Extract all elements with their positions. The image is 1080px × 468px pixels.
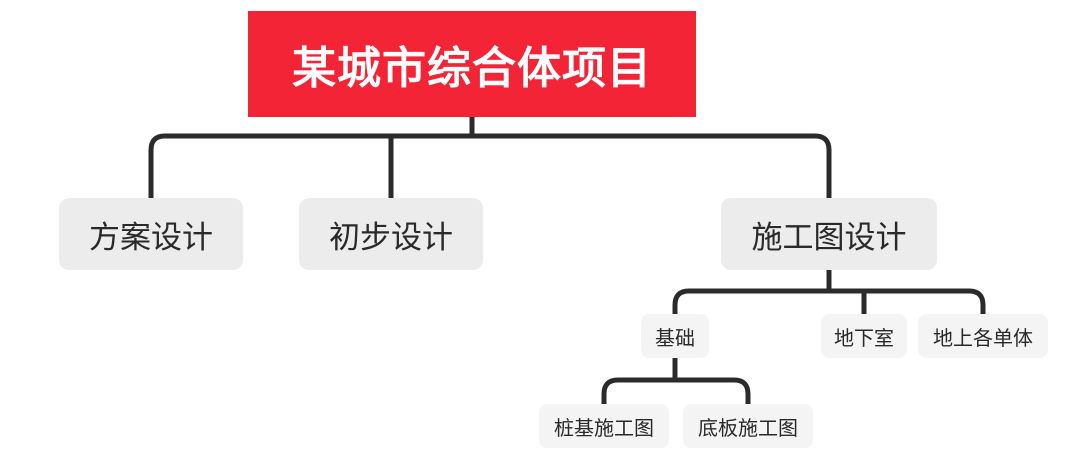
node-construction-drawing-design: 施工图设计	[721, 198, 937, 270]
node-above-ground-buildings: 地上各单体	[918, 314, 1048, 358]
node-pile-foundation-drawing: 桩基施工图	[539, 404, 669, 448]
root-node-project: 某城市综合体项目	[248, 11, 696, 117]
node-foundation: 基础	[641, 314, 709, 358]
node-preliminary-design: 初步设计	[299, 198, 483, 270]
node-scheme-design: 方案设计	[59, 198, 243, 270]
node-base-slab-drawing: 底板施工图	[683, 404, 813, 448]
node-basement: 地下室	[821, 314, 907, 358]
connector-level1-bar	[148, 133, 832, 201]
connector-construction-bar	[672, 288, 986, 317]
connector-foundation-bar	[601, 377, 751, 407]
